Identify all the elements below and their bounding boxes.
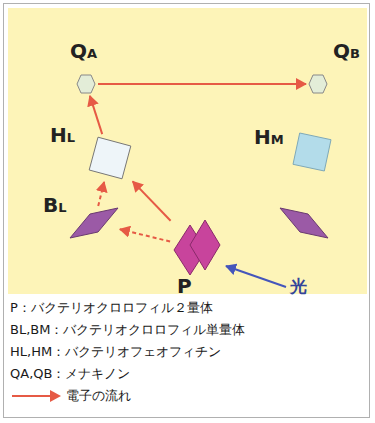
shape-outline [309, 75, 327, 93]
node-shape [308, 74, 328, 94]
dotted-electron-arrow [98, 182, 104, 206]
legend-text: BL,BM：バクテリオクロロフィル単量体 [10, 321, 245, 339]
node-shape [76, 74, 96, 94]
node-label: QA [70, 40, 97, 65]
pheophytin-node: HL [88, 136, 132, 180]
node-shape [70, 208, 118, 238]
legend-text: QA,QB：メナキノン [10, 365, 130, 383]
shape-outline [293, 133, 331, 171]
legend-row: 電子の流れ [10, 385, 245, 407]
shape-outline [89, 137, 131, 179]
electron-arrow [133, 181, 171, 220]
quinone-node: QA [76, 74, 96, 94]
quinone-node: QB [308, 74, 328, 94]
node-shape [292, 132, 332, 172]
node-shape [172, 218, 222, 278]
legend-arrow-line [12, 395, 52, 397]
legend-row: HL,HM：バクテリオフェオフィチン [10, 341, 245, 363]
bm-monomer-shape [280, 208, 328, 238]
dotted-electron-arrow [120, 229, 170, 241]
shape-outline [70, 208, 118, 238]
legend-row: QA,QB：メナキノン [10, 363, 245, 385]
node-label: HM [254, 126, 284, 151]
monomer-node: BL [70, 208, 118, 238]
legend-text: 電子の流れ [66, 387, 131, 405]
electron-arrow [98, 83, 306, 85]
pheophytin-node: HM [292, 132, 332, 172]
light-arrow [226, 266, 286, 287]
node-label: QB [333, 40, 360, 65]
node-label: HL [50, 124, 75, 149]
legend-row: BL,BM：バクテリオクロロフィル単量体 [10, 319, 245, 341]
legend-text: P：バクテリオクロロフィル２量体 [10, 299, 213, 317]
shape-outline [190, 220, 220, 270]
legend-arrow-head [50, 390, 61, 402]
node-shape [88, 136, 132, 180]
legend-row: P：バクテリオクロロフィル２量体 [10, 297, 245, 319]
electron-arrow [90, 96, 102, 134]
shape-outline [77, 75, 95, 93]
dimer-node: P [172, 218, 222, 278]
legend-text: HL,HM：バクテリオフェオフィチン [10, 343, 221, 361]
node-label: BL [43, 194, 67, 219]
light-label: 光 [290, 275, 307, 298]
legend: P：バクテリオクロロフィル２量体 BL,BM：バクテリオクロロフィル単量体 HL,H… [10, 297, 245, 407]
node-label: P [177, 275, 192, 300]
legend-arrow [10, 390, 62, 402]
